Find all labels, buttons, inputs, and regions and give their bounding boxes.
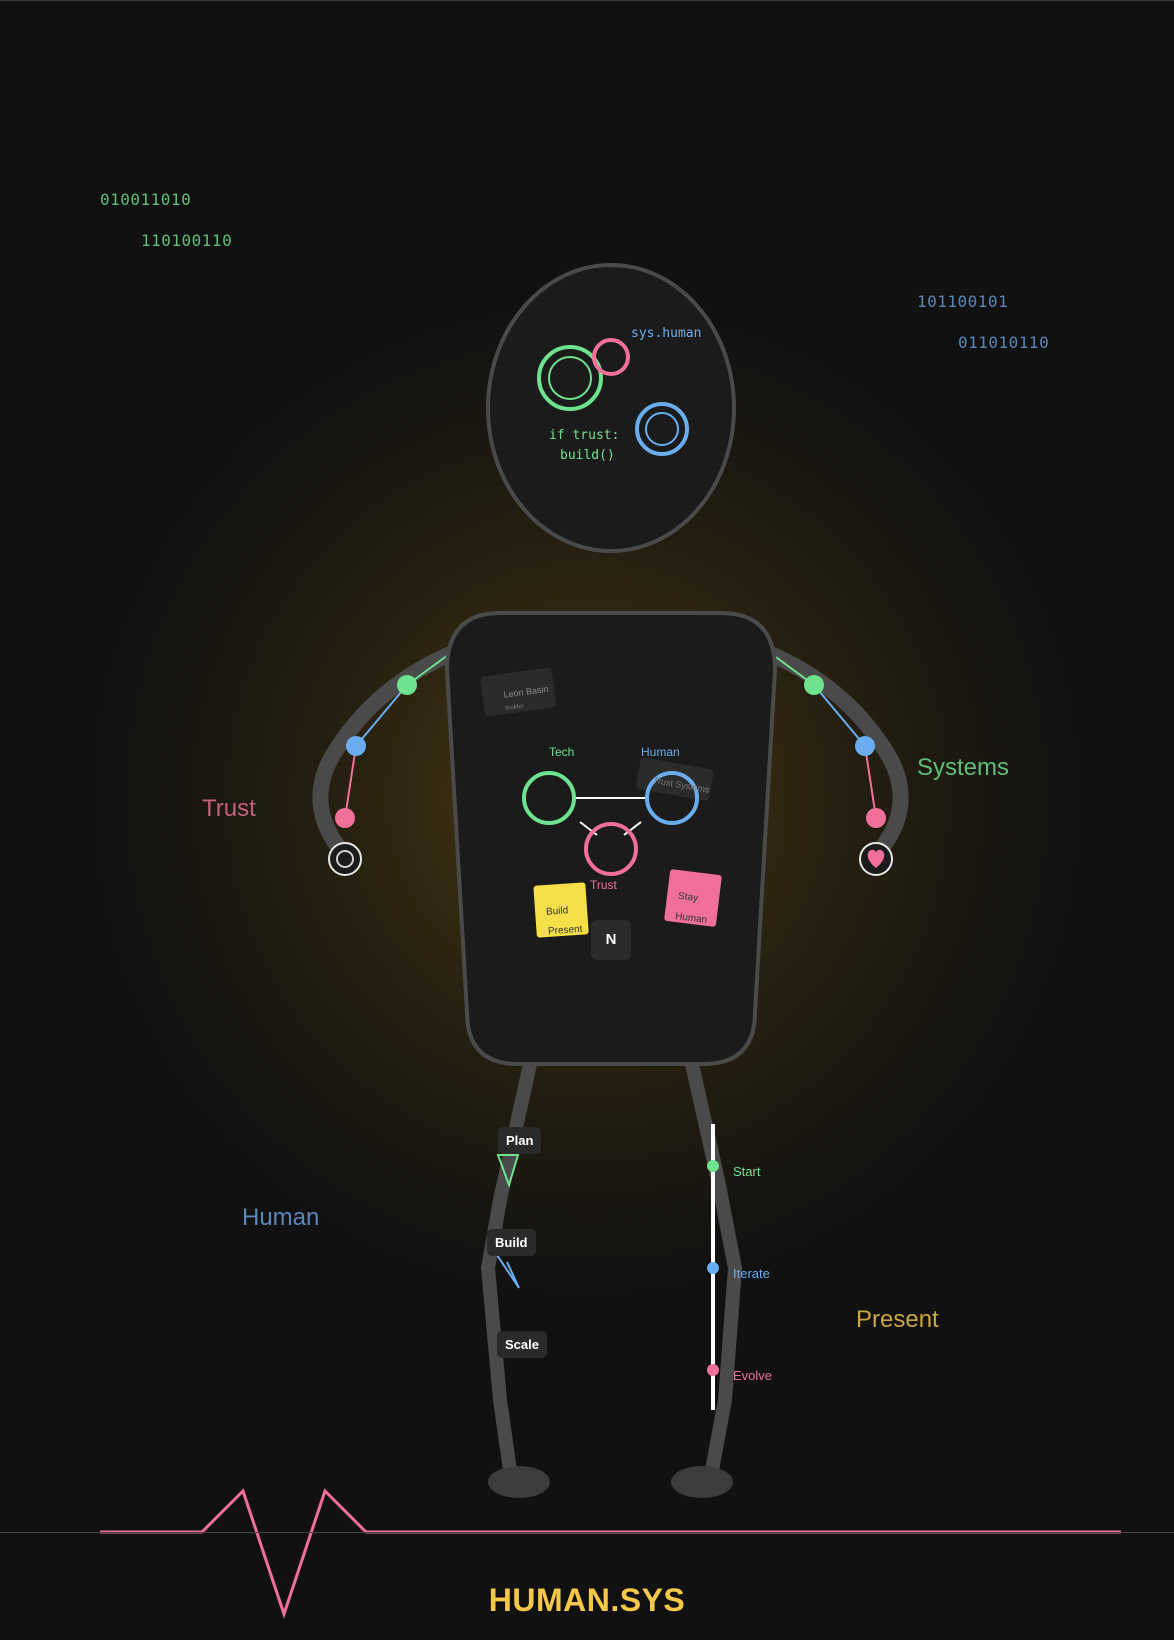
left-foot [488, 1466, 550, 1498]
word-trust: Trust [202, 795, 256, 822]
head-green-ring-inner [548, 356, 592, 400]
binary-top-left-1: 010011010 [100, 190, 192, 209]
head-code-line-2: build() [560, 448, 615, 463]
badge-n-bg [591, 920, 631, 960]
binary-top-left-2: 110100110 [141, 231, 233, 250]
right-arm [765, 647, 909, 876]
node-trust-label: Trust [590, 878, 617, 892]
left-hand-ring [328, 842, 362, 876]
left-arm [312, 647, 456, 876]
legs [481, 1062, 742, 1498]
note-yellow-line1: Build [545, 905, 569, 918]
tag-scale: Scale [497, 1331, 547, 1358]
note-pink-line1: Stay [677, 890, 699, 905]
head-green-ring-outer [537, 345, 603, 411]
torso [444, 611, 778, 1066]
timeline-evolve-dot [707, 1364, 719, 1376]
right-arm-joint-blue [855, 736, 875, 756]
head [486, 263, 736, 553]
head-label: sys.human [631, 326, 702, 341]
tag-build: Build [487, 1229, 536, 1256]
tag-plan: Plan [498, 1127, 542, 1154]
timeline-iterate-label: Iterate [733, 1266, 770, 1281]
node-tech-label: Tech [549, 745, 575, 759]
footer-divider [0, 1532, 1174, 1533]
timeline-iterate-dot [707, 1262, 719, 1274]
head-code-line-1: if trust: [549, 428, 620, 443]
timeline-start-label: Start [733, 1164, 761, 1179]
node-trust-ring [584, 822, 638, 876]
binary-top-right-1: 101100101 [917, 292, 1009, 311]
left-arm-joint-pink [335, 808, 355, 828]
build-marker [496, 1254, 520, 1289]
timeline-evolve-label: Evolve [733, 1368, 773, 1383]
trust-link-right [623, 821, 642, 836]
note-pink [664, 869, 722, 927]
word-present: Present [856, 1306, 939, 1333]
binary-top-right-2: 011010110 [958, 333, 1050, 352]
node-tech-ring [522, 771, 576, 825]
heart-icon [867, 849, 885, 868]
right-arm-joint-pink [866, 808, 886, 828]
node-human-ring [645, 771, 699, 825]
head-blue-ring-outer [635, 402, 689, 456]
name-card [480, 667, 557, 717]
head-pink-ring [592, 338, 630, 376]
note-yellow [533, 882, 589, 938]
footer-title: HUMAN.SYS [488, 1582, 686, 1618]
right-foot [671, 1466, 733, 1498]
left-hand-inner-ring [336, 850, 354, 868]
badge-n: N [605, 931, 617, 948]
right-arm-joint-green [804, 675, 824, 695]
left-arm-joint-blue [346, 736, 366, 756]
top-border [0, 0, 1174, 1]
word-human: Human [242, 1204, 320, 1231]
node-human-label: Human [641, 745, 680, 759]
word-systems: Systems [917, 754, 1010, 781]
head-blue-ring-inner [645, 412, 679, 446]
timeline-start-dot [707, 1160, 719, 1172]
plan-marker [496, 1154, 520, 1189]
left-arm-joint-green [397, 675, 417, 695]
